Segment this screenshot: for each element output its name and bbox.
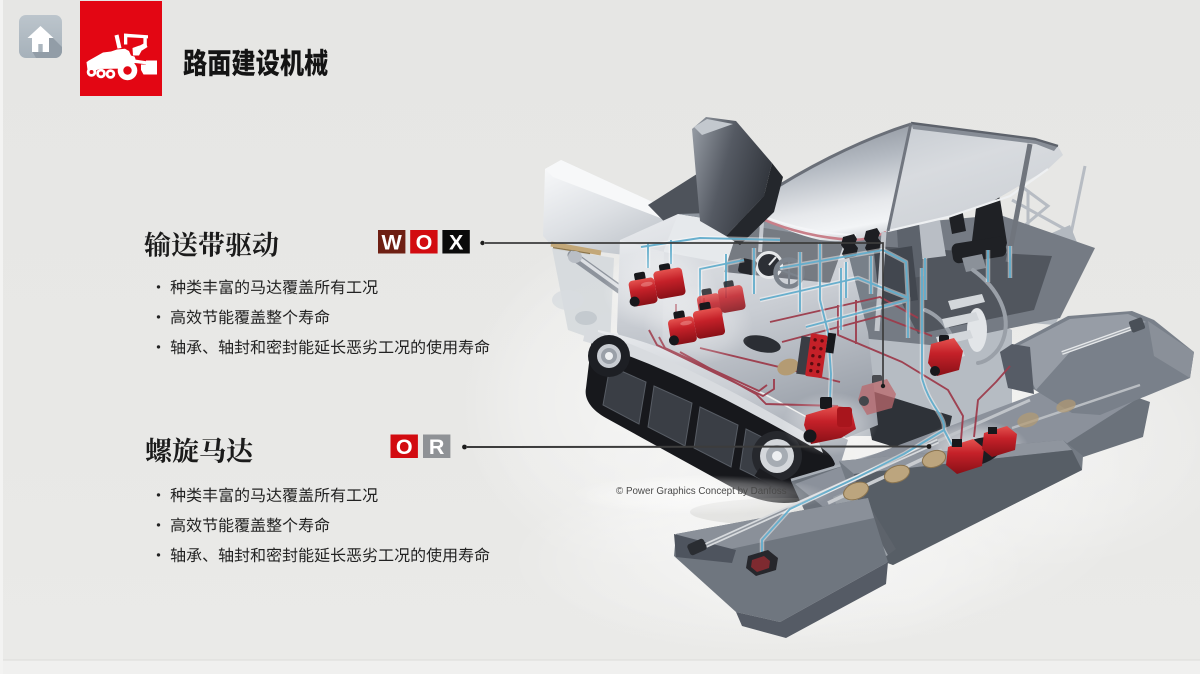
svg-text:O: O [396,435,413,459]
svg-text:X: X [449,231,464,255]
svg-text:© Power Graphics Concept by Da: © Power Graphics Concept by Danfoss [616,486,787,497]
svg-text:R: R [429,435,445,459]
svg-text:O: O [416,231,433,255]
svg-text:W: W [382,231,403,255]
